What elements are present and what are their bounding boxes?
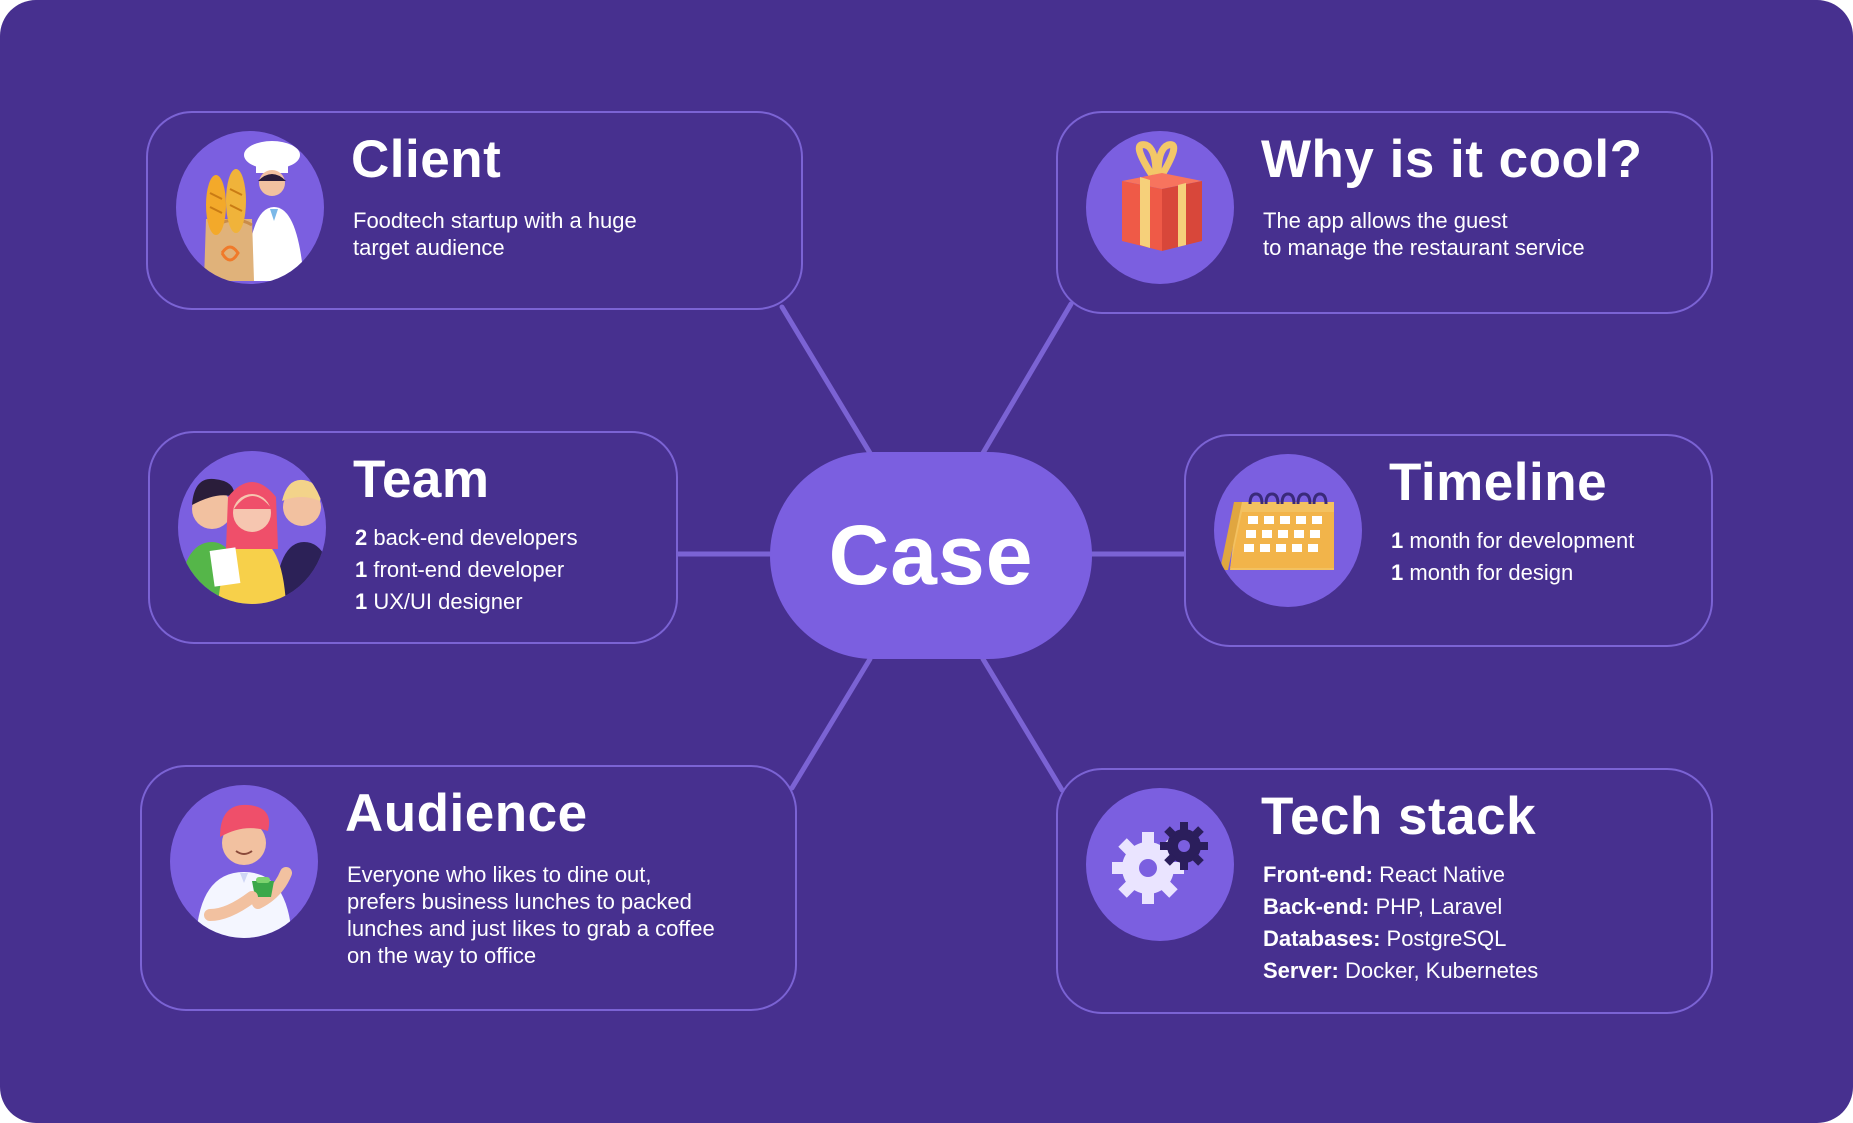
- chef-with-bread-icon: [176, 131, 324, 284]
- case-center-node: Case: [770, 452, 1092, 659]
- audience-card: Audience Everyone who likes to dine out,…: [140, 765, 797, 1011]
- tech-stack-item: Databases: PostgreSQL: [1263, 926, 1507, 951]
- team-item: 2 back-end developers: [355, 525, 578, 550]
- why-description: The app allows the guest to manage the r…: [1263, 208, 1585, 260]
- tech-stack-item: Back-end: PHP, Laravel: [1263, 894, 1503, 919]
- gears-icon: [1086, 788, 1234, 941]
- connector-audience: [789, 656, 873, 791]
- timeline-title: Timeline: [1389, 453, 1608, 512]
- audience-title: Audience: [345, 784, 588, 843]
- connector-client: [779, 304, 873, 456]
- connector-tech: [980, 656, 1065, 793]
- man-with-coffee-icon: [170, 785, 318, 938]
- timeline-list: 1 month for development 1 month for desi…: [1391, 525, 1634, 589]
- client-title: Client: [351, 130, 502, 189]
- tech-stack-item: Front-end: React Native: [1263, 862, 1506, 887]
- team-item: 1 front-end developer: [355, 557, 565, 582]
- client-card: Client Foodtech startup with a huge targ…: [146, 111, 803, 310]
- team-people-icon: [178, 451, 326, 604]
- timeline-item: 1 month for design: [1391, 560, 1574, 585]
- case-center-label: Case: [828, 508, 1034, 602]
- audience-description: Everyone who likes to dine out, prefers …: [347, 862, 715, 968]
- tech-stack-card: Tech stack Front-end: React Native Back-…: [1056, 768, 1713, 1014]
- tech-stack-title: Tech stack: [1261, 787, 1537, 846]
- timeline-card: Timeline 1 month for development 1 month…: [1184, 434, 1713, 647]
- timeline-item: 1 month for development: [1391, 528, 1635, 553]
- connector-why: [980, 301, 1074, 456]
- client-description: Foodtech startup with a huge target audi…: [353, 208, 637, 260]
- why-title: Why is it cool?: [1261, 130, 1643, 189]
- tech-stack-list: Front-end: React Native Back-end: PHP, L…: [1263, 859, 1538, 987]
- tech-stack-item: Server: Docker, Kubernetes: [1263, 958, 1539, 983]
- team-title: Team: [353, 450, 490, 509]
- team-card: Team 2 back-end developers 1 front-end d…: [148, 431, 678, 644]
- calendar-icon: [1214, 454, 1362, 607]
- team-list: 2 back-end developers 1 front-end develo…: [355, 522, 578, 618]
- gift-box-icon: [1086, 131, 1234, 284]
- why-card: Why is it cool? The app allows the guest…: [1056, 111, 1713, 314]
- team-item: 1 UX/UI designer: [355, 589, 523, 614]
